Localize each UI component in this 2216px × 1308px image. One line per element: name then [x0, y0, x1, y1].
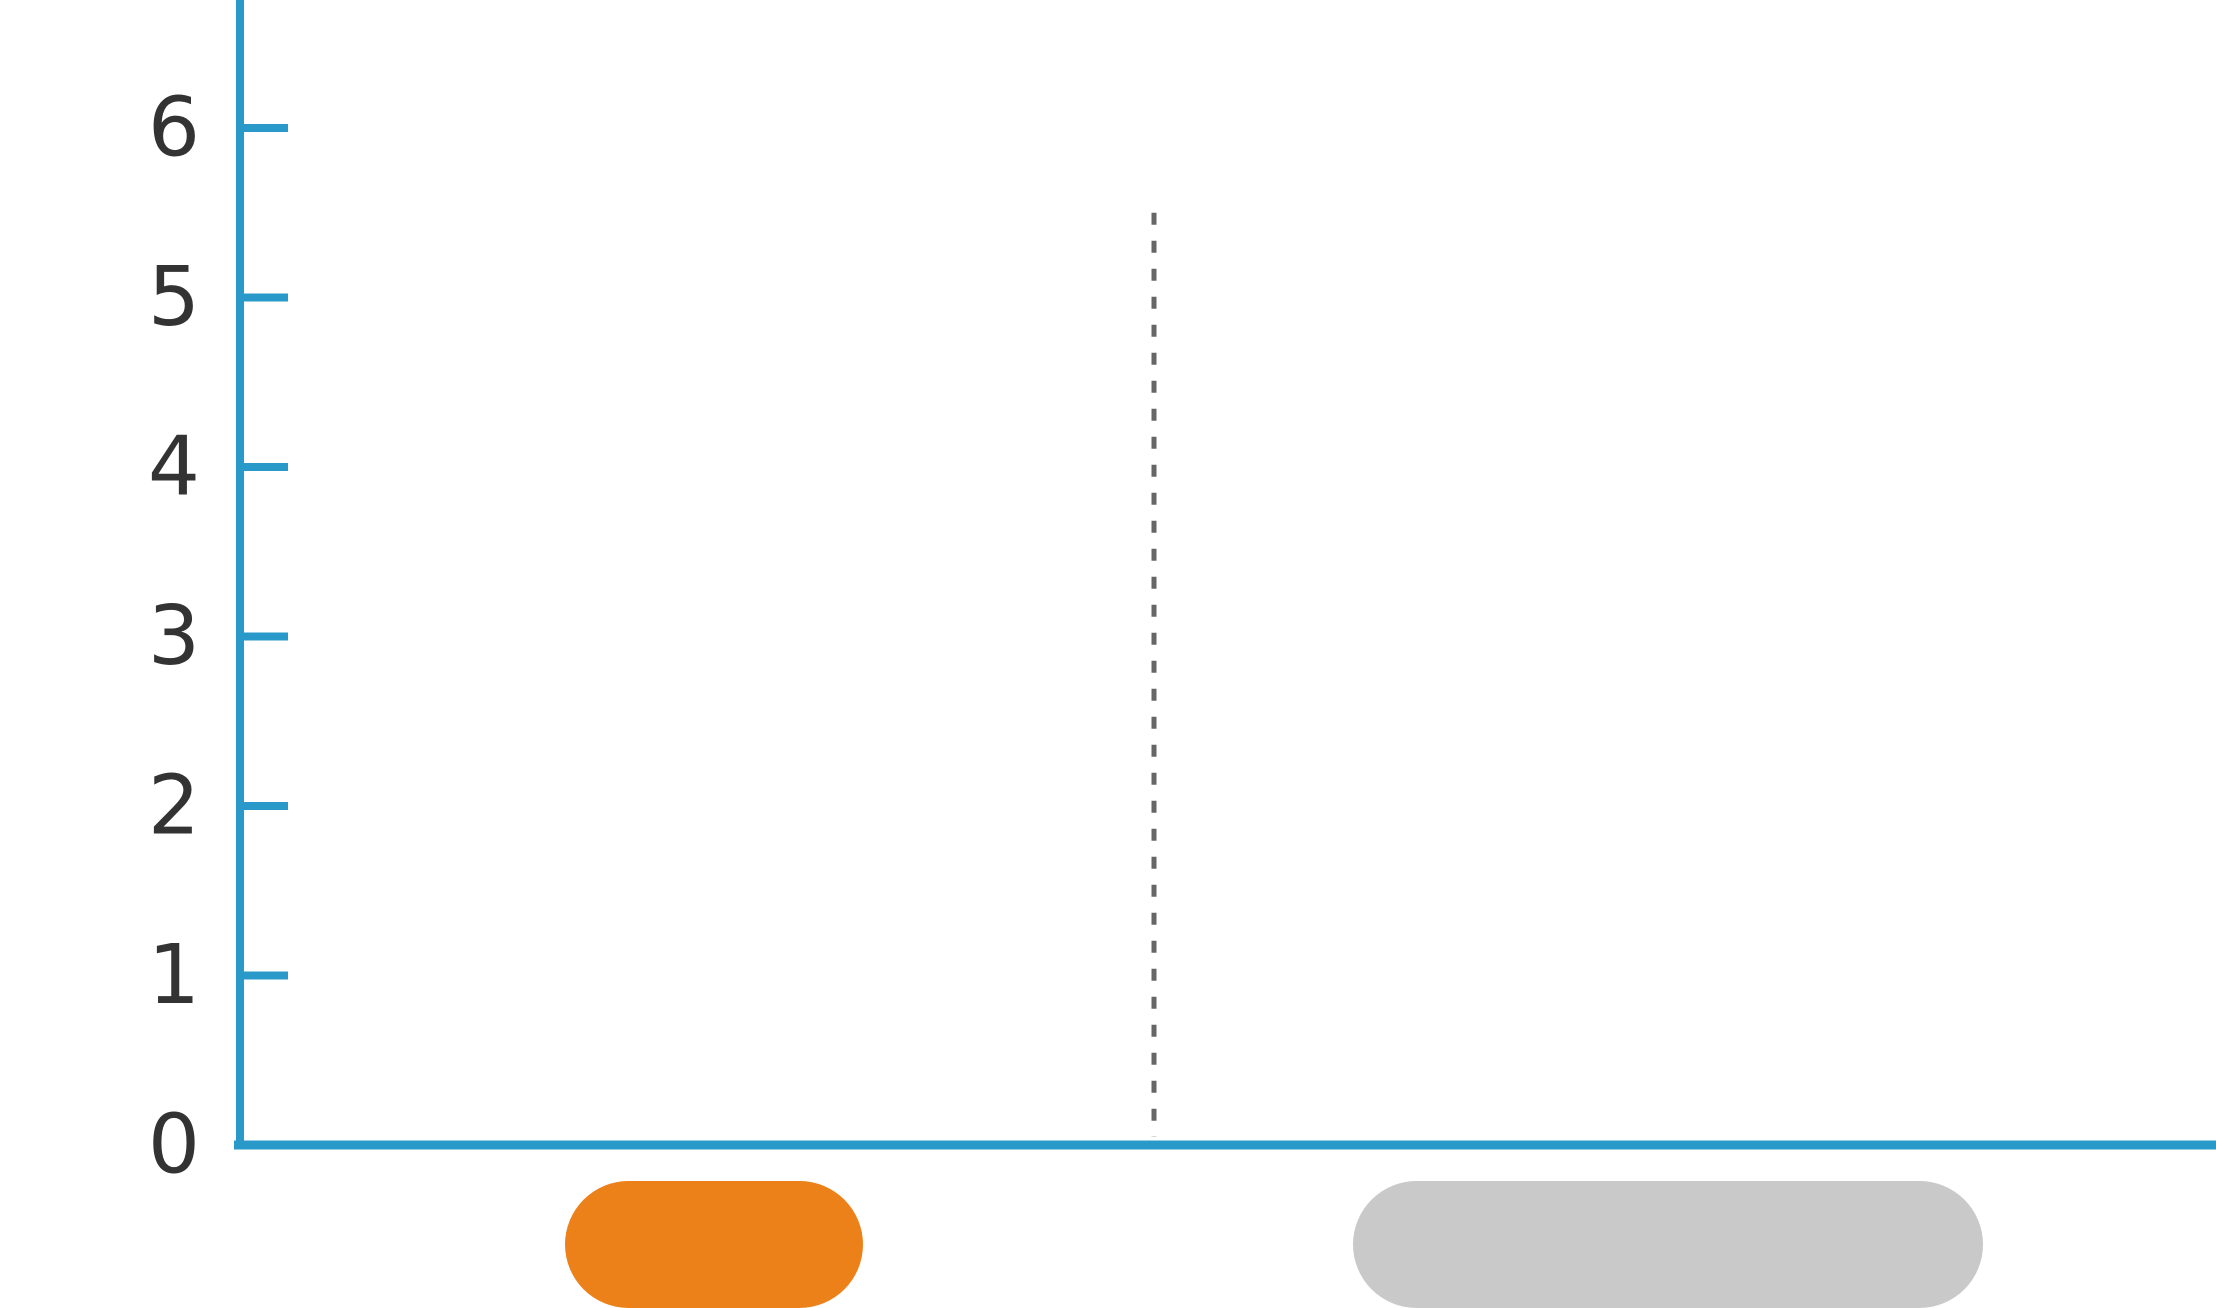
category-pill-1 [565, 1181, 863, 1308]
y-axis-ticks [240, 124, 288, 980]
y-tick-label-3: 3 [148, 589, 200, 684]
y-tick-label-4: 4 [148, 420, 200, 515]
y-tick-label-1: 1 [148, 928, 200, 1023]
category-pill-2 [1353, 1181, 1983, 1308]
y-tick-label-0: 0 [148, 1098, 200, 1193]
y-tick-label-5: 5 [148, 250, 200, 345]
y-axis-tick-labels: 0 1 2 3 4 5 6 [148, 81, 200, 1193]
y-tick-label-2: 2 [148, 759, 200, 854]
category-pills [565, 1181, 1983, 1308]
y-tick-label-6: 6 [148, 81, 200, 176]
